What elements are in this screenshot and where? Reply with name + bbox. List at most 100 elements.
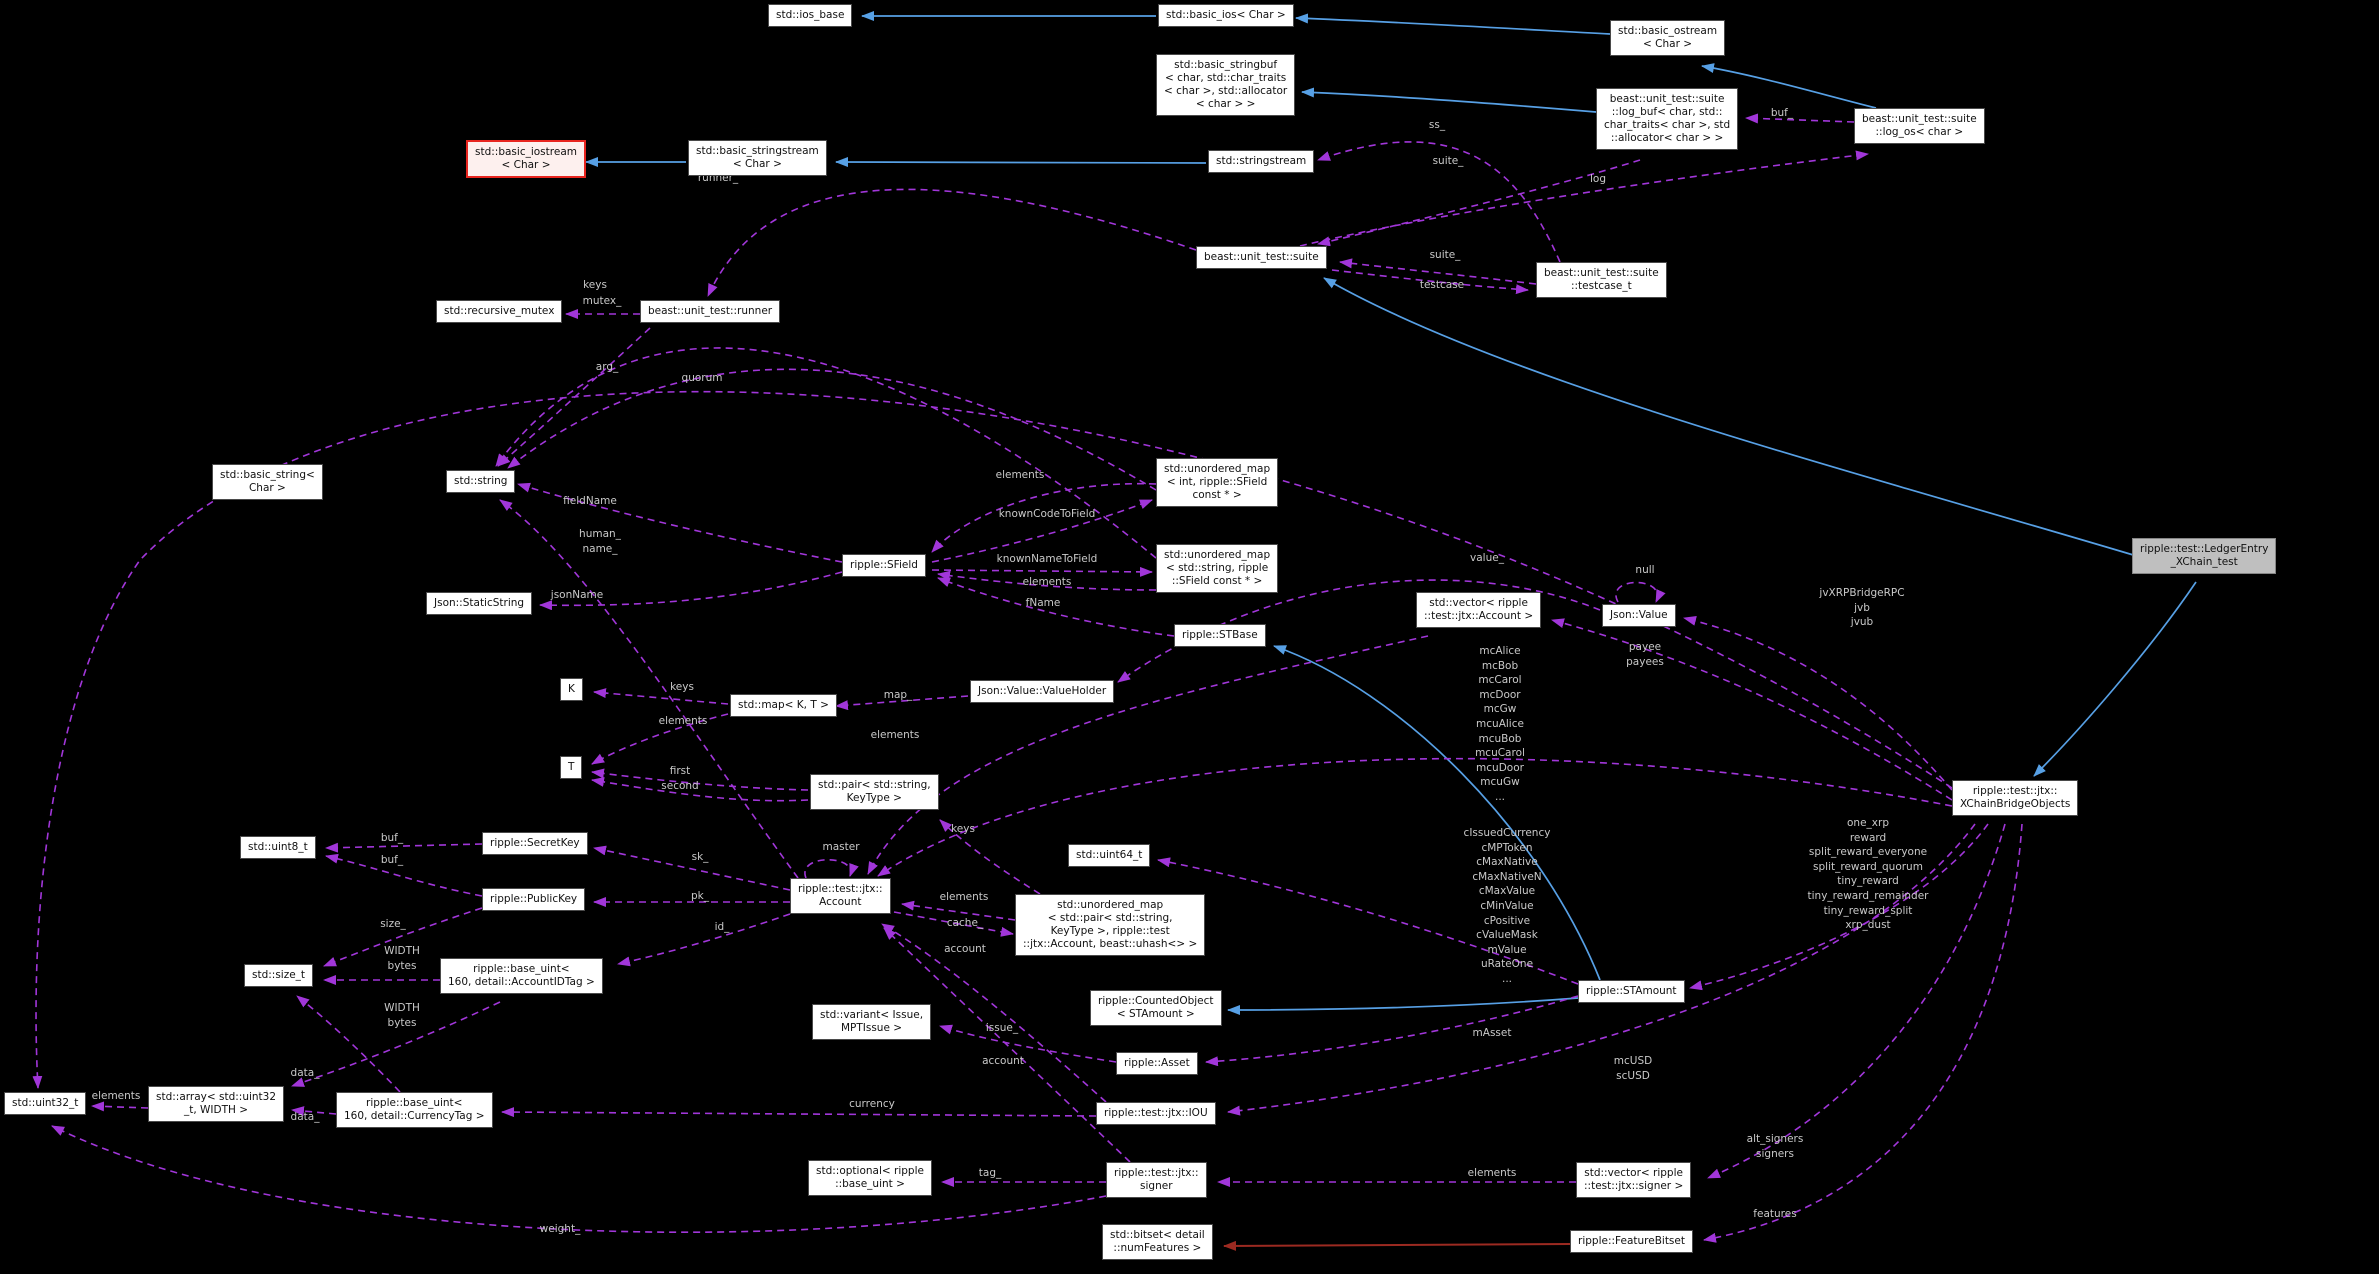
node-std-map[interactable]: std::map< K, T > xyxy=(730,694,837,717)
node-feature-bitset[interactable]: ripple::FeatureBitset xyxy=(1570,1230,1693,1253)
node-ledger-entry-xchain-test[interactable]: ripple::test::LedgerEntry_XChain_test xyxy=(2132,538,2277,574)
node-runner[interactable]: beast::unit_test::runner xyxy=(640,300,781,323)
edge-member-20 xyxy=(32,390,1953,1089)
node-recursive-mutex[interactable]: std::recursive_mutex xyxy=(436,300,563,323)
node-vector-signer[interactable]: std::vector< ripple::test::jtx::signer > xyxy=(1576,1162,1692,1198)
node-vector-account[interactable]: std::vector< ripple::test::jtx::Account … xyxy=(1416,592,1542,628)
node-label-line: std::pair< std::string, xyxy=(818,779,931,791)
node-label-line: std::uint32_t xyxy=(12,1097,79,1109)
node-sfield[interactable]: ripple::SField xyxy=(842,554,926,577)
node-basic-stringbuf[interactable]: std::basic_stringbuf< char, std::char_tr… xyxy=(1156,54,1296,116)
node-basic-ostream[interactable]: std::basic_ostream< Char > xyxy=(1610,20,1726,56)
edges xyxy=(32,11,2197,1251)
edge-member-38 xyxy=(1117,579,1601,683)
node-pair[interactable]: std::pair< std::string,KeyType > xyxy=(810,774,939,810)
node-k[interactable]: K xyxy=(560,678,583,701)
node-suite[interactable]: beast::unit_test::suite xyxy=(1196,246,1327,269)
edge-member-48 xyxy=(883,927,1131,1163)
node-basic-ios[interactable]: std::basic_ios< Char > xyxy=(1158,4,1294,27)
node-base-uint-accountid[interactable]: ripple::base_uint<160, detail::AccountID… xyxy=(440,958,603,994)
node-uint64[interactable]: std::uint64_t xyxy=(1068,844,1151,867)
node-array-uint32[interactable]: std::array< std::uint32_t, WIDTH > xyxy=(148,1086,285,1122)
node-base-uint-currency[interactable]: ripple::base_uint<160, detail::CurrencyT… xyxy=(336,1092,493,1128)
node-account[interactable]: ripple::test::jtx::Account xyxy=(790,878,891,914)
edge-label-suite-: suite_ xyxy=(1429,249,1461,261)
node-stamount[interactable]: ripple::STAmount xyxy=(1578,980,1685,1003)
edge-label-value-: value_ xyxy=(1470,552,1504,564)
edge-member-25 xyxy=(931,566,1153,577)
node-label-line: XChainBridgeObjects xyxy=(1960,798,2071,810)
node-json-value[interactable]: Json::Value xyxy=(1602,604,1676,627)
node-umap-pair-account[interactable]: std::unordered_map< std::pair< std::stri… xyxy=(1015,894,1206,956)
node-signer[interactable]: ripple::test::jtx::signer xyxy=(1106,1162,1207,1198)
node-label-line: ripple::test::jtx::IOU xyxy=(1104,1107,1208,1119)
node-counted-object[interactable]: ripple::CountedObject< STAmount > xyxy=(1090,990,1222,1026)
node-log-buf[interactable]: beast::unit_test::suite::log_buf< char, … xyxy=(1596,88,1739,150)
node-asset[interactable]: ripple::Asset xyxy=(1116,1052,1198,1075)
edge-member-68 xyxy=(1703,823,2023,1243)
edge-member-37 xyxy=(1615,581,1666,603)
node-std-string[interactable]: std::string xyxy=(446,470,516,493)
node-bitset[interactable]: std::bitset< detail::numFeatures > xyxy=(1102,1224,1213,1260)
edge-label-knownNameToField: knownNameToField xyxy=(996,553,1098,565)
edge-member-31 xyxy=(835,695,969,711)
node-label-line: std::unordered_map xyxy=(1057,899,1164,911)
node-stbase[interactable]: ripple::STBase xyxy=(1174,624,1266,647)
node-label-line: ripple::test::jtx:: xyxy=(1114,1167,1199,1179)
edge-label-cache-: cache_ xyxy=(946,917,984,929)
node-label-line: beast::unit_test::suite xyxy=(1544,267,1659,279)
node-label-line: ::log_buf< char, std:: xyxy=(1611,106,1723,118)
node-label-line: < std::string, ripple xyxy=(1165,562,1269,574)
node-ios-base[interactable]: std::ios_base xyxy=(768,4,853,27)
node-stringstream[interactable]: std::stringstream xyxy=(1208,150,1315,173)
node-value-holder[interactable]: Json::Value::ValueHolder xyxy=(970,680,1115,703)
node-label-line: Char > xyxy=(248,482,286,494)
edge-inherit-8 xyxy=(1227,997,1579,1015)
node-secret-key[interactable]: ripple::SecretKey xyxy=(482,832,588,855)
node-label-line: < STAmount > xyxy=(1116,1008,1195,1020)
node-label-line: ::test::jtx::signer > xyxy=(1584,1180,1684,1192)
edge-inherit-5 xyxy=(835,157,1207,168)
node-label-line: < Char > xyxy=(1643,38,1693,50)
node-size-t[interactable]: std::size_t xyxy=(244,964,314,987)
node-label-line: 160, detail::CurrencyTag > xyxy=(344,1110,485,1122)
edge-label-data-: data_ xyxy=(290,1111,320,1123)
node-public-key[interactable]: ripple::PublicKey xyxy=(482,888,586,911)
node-basic-string[interactable]: std::basic_string<Char > xyxy=(212,464,323,500)
node-optional-base-uint[interactable]: std::optional< ripple::base_uint > xyxy=(808,1160,932,1196)
node-umap-str-sfield[interactable]: std::unordered_map< std::string, ripple:… xyxy=(1156,544,1279,593)
node-basic-stringstream[interactable]: std::basic_stringstream< Char > xyxy=(688,140,827,176)
edge-label-mAsset: mAsset xyxy=(1472,1027,1512,1039)
edge-member-24 xyxy=(931,499,1153,563)
edge-inherit-9 xyxy=(1273,645,1601,981)
edge-label-elements: elements xyxy=(1022,576,1072,588)
edge-member-50 xyxy=(593,845,791,891)
edge-label-elements: elements xyxy=(939,891,989,903)
node-static-string[interactable]: Json::StaticString xyxy=(426,592,533,615)
node-xchain-bridge-objects[interactable]: ripple::test::jtx::XChainBridgeObjects xyxy=(1952,780,2079,816)
node-log-os[interactable]: beast::unit_test::suite::log_os< char > xyxy=(1854,108,1985,144)
node-label-line: std::array< std::uint32 xyxy=(156,1091,277,1103)
edge-member-32 xyxy=(593,688,729,705)
node-variant-issue[interactable]: std::variant< Issue,MPTIssue > xyxy=(812,1004,932,1040)
node-label-line: < char, std::char_traits xyxy=(1165,72,1287,84)
edge-member-57 xyxy=(296,995,401,1093)
node-t[interactable]: T xyxy=(560,756,583,779)
node-basic-iostream[interactable]: std::basic_iostream< Char > xyxy=(466,140,586,178)
node-iou[interactable]: ripple::test::jtx::IOU xyxy=(1096,1102,1216,1125)
node-label-line: ripple::Asset xyxy=(1124,1057,1190,1069)
node-label-line: ripple::STBase xyxy=(1182,629,1258,641)
node-uint8[interactable]: std::uint8_t xyxy=(240,836,316,859)
node-label-line: ::SField const * > xyxy=(1171,575,1263,587)
edge-label-tag-: tag_ xyxy=(978,1167,1002,1179)
edge-member-47 xyxy=(881,923,1107,1103)
node-label-line: std::basic_stringbuf xyxy=(1174,59,1278,71)
node-testcase-t[interactable]: beast::unit_test::suite::testcase_t xyxy=(1536,262,1667,298)
node-uint32[interactable]: std::uint32_t xyxy=(4,1092,87,1115)
edge-member-43 xyxy=(1157,857,1579,985)
